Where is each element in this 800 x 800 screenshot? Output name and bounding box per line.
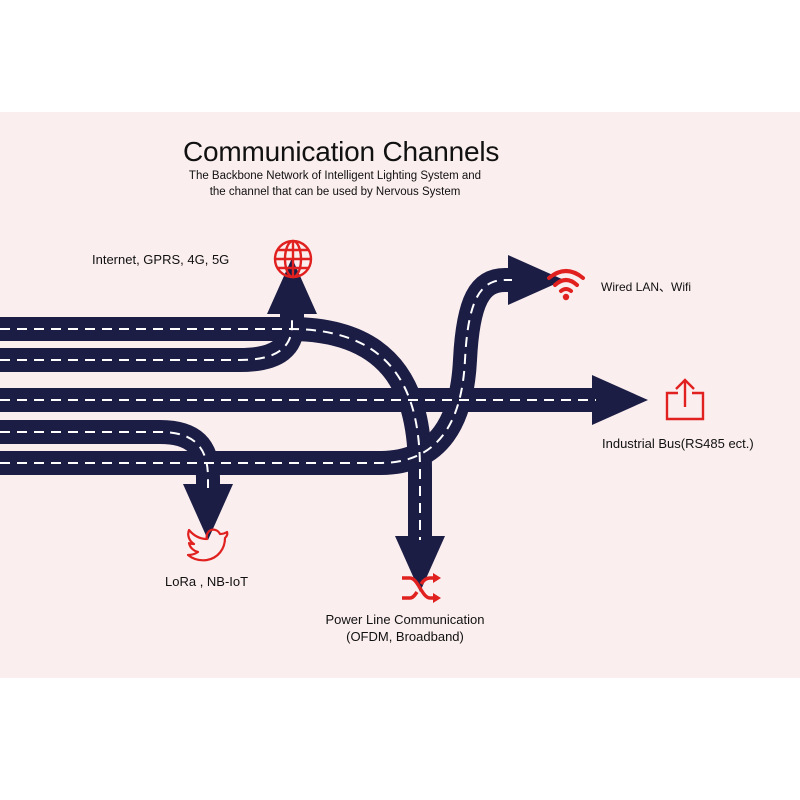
- road-lora: [0, 420, 233, 540]
- wired-lan-label: Wired LAN、Wifi: [601, 280, 692, 294]
- lora-label: LoRa , NB-IoT: [165, 574, 249, 589]
- lane-markings: [0, 279, 596, 540]
- globe-icon: [273, 239, 313, 279]
- shuffle-icon: [402, 573, 441, 603]
- share-icon: [665, 378, 705, 421]
- wifi-icon: [547, 269, 585, 301]
- diagram-subtitle-line1: The Backbone Network of Intelligent Ligh…: [188, 170, 482, 182]
- industrial-bus-label: Industrial Bus(RS485 ect.): [602, 436, 754, 451]
- bird-icon: [186, 528, 229, 562]
- plc-label-line2: (OFDM, Broadband): [346, 629, 464, 644]
- internet-label: Internet, GPRS, 4G, 5G: [92, 252, 230, 267]
- diagram-subtitle-line2: the channel that can be used by Nervous …: [209, 186, 461, 198]
- plc-label-line1: Power Line Communication: [325, 612, 485, 627]
- diagram-title: Communication Channels: [183, 136, 500, 167]
